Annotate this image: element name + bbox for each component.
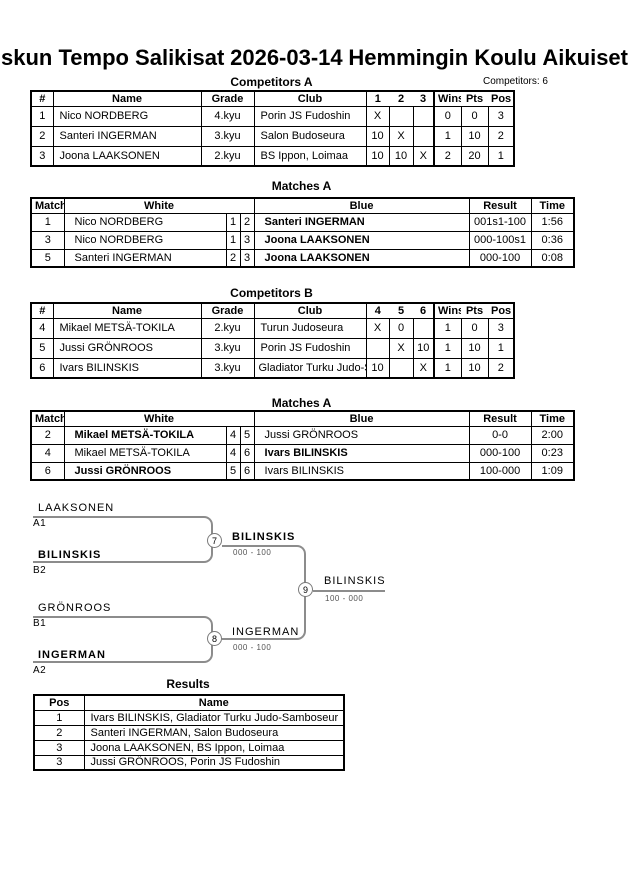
results-title: Results [166,677,210,691]
table-row: 6 Ivars BILINSKIS 3.kyu Gladiator Turku … [30,357,515,379]
col-name: Name [52,302,202,319]
result-row: 3 Joona LAAKSONEN, BS Ippon, Loimaa [33,739,345,756]
title-event: skun Tempo Salikisat [1,45,225,70]
col-6: 6 [413,302,435,319]
table-row: 3 Joona LAAKSONEN 2.kyu BS Ippon, Loimaa… [30,145,515,167]
matches-b-table: Match White Blue Result Time 2 Mikael ME… [30,410,576,481]
match-row: 4 Mikael METSÄ-TOKILA 4 6 Ivars BILINSKI… [30,443,575,463]
col-4: 4 [365,302,389,319]
bracket-seed-label: B2 [33,565,47,576]
col-blue: Blue [253,410,470,427]
bracket-winner-connector [222,545,306,589]
col-pos: Pos [488,90,515,107]
col-time: Time [530,197,575,214]
match-number-circle: 8 [207,631,222,646]
bracket-seed-label: B1 [33,618,47,629]
col-3: 3 [413,90,435,107]
col-result: Result [468,410,532,427]
match-row: 6 Jussi GRÖNROOS 5 6 Ivars BILINSKIS 100… [30,461,575,481]
col-grade: Grade [200,302,255,319]
match-row: 1 Nico NORDBERG 1 2 Santeri INGERMAN 001… [30,212,575,232]
table-row: 2 Santeri INGERMAN 3.kyu Salon Budoseura… [30,125,515,147]
col-wins: Wins [433,90,461,107]
page-title: skun Tempo Salikisat 2026-03-14 Hemmingi… [1,45,628,71]
bracket-winner-name: BILINSKIS [232,531,296,543]
col-pos: Pos [488,302,515,319]
competitors-count: Competitors: 6 [482,76,548,87]
table-row: 1 Nico NORDBERG 4.kyu Porin JS Fudoshin … [30,105,515,127]
title-venue: Hemmingin Koulu [348,45,537,70]
competitors-a-title: Competitors A [230,75,313,89]
match-row: 5 Santeri INGERMAN 2 3 Joona LAAKSONEN 0… [30,248,575,268]
bracket-score: 100 - 000 [325,594,364,603]
bracket-seed-label: A2 [33,665,47,676]
table-row: 5 Jussi GRÖNROOS 3.kyu Porin JS Fudoshin… [30,337,515,359]
table-header-row: # Name Grade Club 1 2 3 Wins Pts Pos [30,90,515,107]
match-number-circle: 9 [298,582,313,597]
competitors-b-title: Competitors B [230,286,313,300]
bracket-seed-name: BILINSKIS [38,549,102,561]
col-blue: Blue [253,197,470,214]
title-date: 2026-03-14 [230,45,343,70]
bracket-winner-connector [222,589,306,640]
bracket-score: 000 - 100 [233,643,272,652]
col-name: Name [83,694,345,711]
col-pts: Pts [461,90,488,107]
col-match: Match [30,197,65,214]
bracket-seed-name: INGERMAN [38,649,106,661]
match-row: 3 Nico NORDBERG 1 3 Joona LAAKSONEN 000-… [30,230,575,250]
col-num: # [30,302,54,319]
table-row: 4 Mikael METSÄ-TOKILA 2.kyu Turun Judose… [30,317,515,339]
medal-bracket: LAAKSONEN A1 BILINSKIS B2 7 BILINSKIS 00… [0,500,630,680]
table-header-row: Match White Blue Result Time [30,410,575,427]
col-5: 5 [389,302,413,319]
result-row: 3 Jussi GRÖNROOS, Porin JS Fudoshin [33,754,345,771]
col-num: # [30,90,54,107]
title-category: Aikuiset [542,45,628,70]
result-row: 2 Santeri INGERMAN, Salon Budoseura [33,724,345,741]
col-time: Time [530,410,575,427]
match-row: 2 Mikael METSÄ-TOKILA 4 5 Jussi GRÖNROOS… [30,425,575,445]
club-overflow-text: Gladiator Turku Judo-Samboseura [258,361,366,374]
col-wins: Wins [433,302,461,319]
competitors-b-table: # Name Grade Club 4 5 6 Wins Pts Pos 4 M… [30,302,515,379]
results-table: Pos Name 1 Ivars BILINSKIS, Gladiator Tu… [33,694,345,771]
matches-b-title: Matches A [271,396,332,410]
table-header-row: # Name Grade Club 4 5 6 Wins Pts Pos [30,302,515,319]
bracket-seed-name: GRÖNROOS [38,602,112,614]
col-1: 1 [365,90,389,107]
col-pos: Pos [33,694,85,711]
table-header-row: Match White Blue Result Time [30,197,575,214]
bracket-score: 000 - 100 [233,548,272,557]
matches-a-table: Match White Blue Result Time 1 Nico NORD… [30,197,576,268]
col-2: 2 [389,90,413,107]
match-number-circle: 7 [207,533,222,548]
bracket-seed-name: LAAKSONEN [38,502,115,514]
col-name: Name [52,90,202,107]
matches-a-title: Matches A [271,179,332,193]
competitors-a-table: # Name Grade Club 1 2 3 Wins Pts Pos 1 N… [30,90,515,167]
bracket-seed-label: A1 [33,518,47,529]
col-white: White [63,197,255,214]
bracket-champion-name: BILINSKIS [324,575,386,587]
col-white: White [63,410,255,427]
col-pts: Pts [461,302,488,319]
col-club: Club [253,90,367,107]
table-header-row: Pos Name [33,694,345,711]
col-grade: Grade [200,90,255,107]
col-club: Club [253,302,367,319]
result-row: 1 Ivars BILINSKIS, Gladiator Turku Judo-… [33,709,345,726]
col-match: Match [30,410,65,427]
bracket-winner-name: INGERMAN [232,626,300,638]
col-result: Result [468,197,532,214]
bracket-final-connector [313,590,385,592]
